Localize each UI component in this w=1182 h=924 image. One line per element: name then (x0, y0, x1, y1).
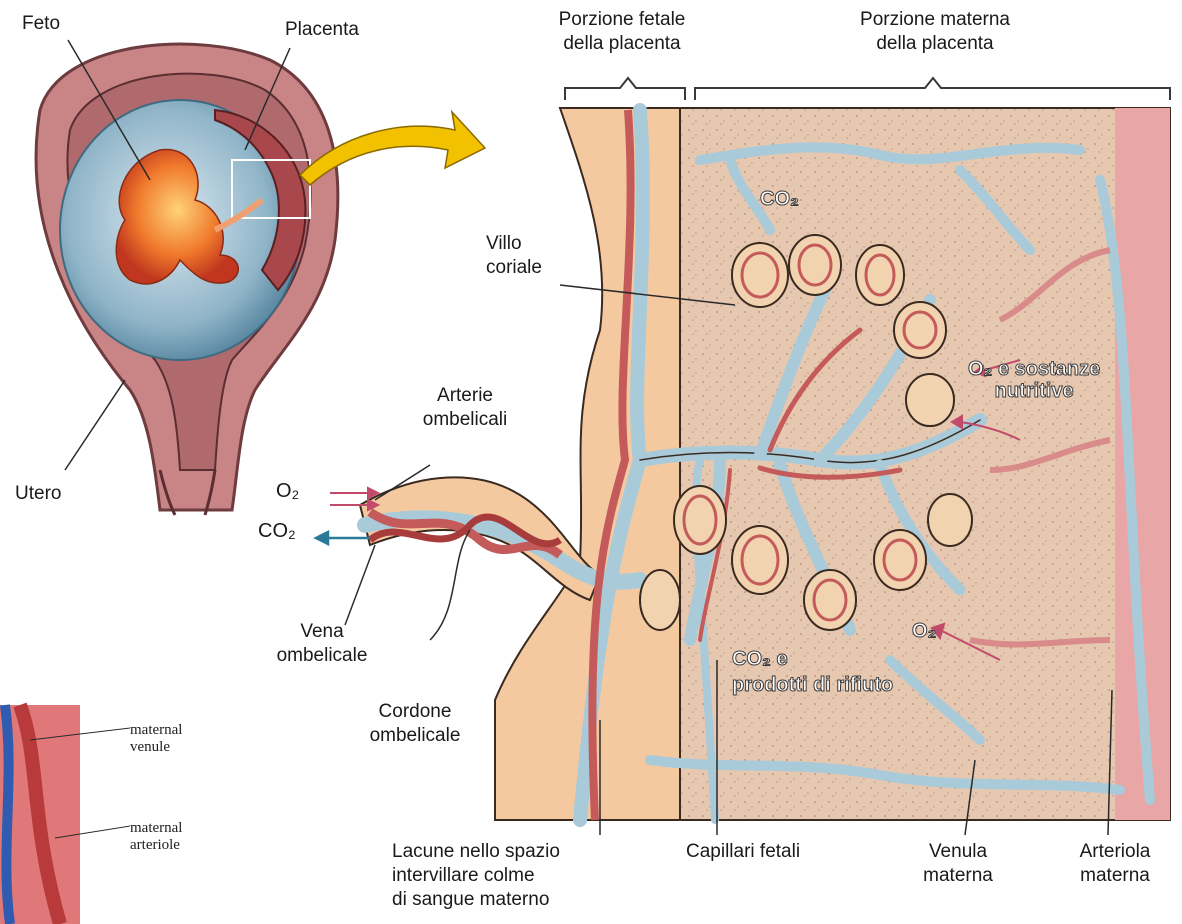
label-maternal-arteriole: maternal arteriole (130, 820, 182, 854)
secondary-figure-fragment (0, 705, 130, 924)
gas-o2-cord: O₂ (276, 480, 299, 503)
label-placenta: Placenta (285, 18, 359, 42)
label-maternal-portion: Porzione materna della placenta (820, 8, 1050, 56)
label-venula-materna: Venula materna (898, 840, 1018, 888)
label-utero: Utero (15, 482, 61, 506)
label-arteriola-materna: Arteriola materna (1055, 840, 1175, 888)
gas-co2-waste: CO₂ e prodotti di rifiuto (732, 646, 893, 698)
gas-co2-top: CO₂ (760, 188, 799, 211)
fetal-portion-brace (565, 78, 685, 100)
gas-o2-lower: O₂ (912, 620, 936, 643)
gas-o2-nutrients: O₂ e sostanze nutritive (968, 358, 1100, 402)
maternal-tissue (680, 108, 1170, 820)
co2-out-arrow (316, 532, 370, 544)
gas-co2-cord: CO₂ (258, 520, 296, 543)
label-vena-ombelicale: Vena ombelicale (262, 620, 382, 668)
label-lacune: Lacune nello spazio intervillare colme d… (392, 840, 560, 912)
label-feto: Feto (22, 12, 60, 36)
label-fetal-portion: Porzione fetale della placenta (522, 8, 722, 56)
label-capillari-fetali: Capillari fetali (686, 840, 800, 864)
label-villo-coriale: Villo coriale (486, 232, 542, 280)
label-maternal-venule: maternal venule (130, 722, 182, 756)
label-cordone-ombelicale: Cordone ombelicale (345, 700, 485, 748)
label-arterie-ombelicali: Arterie ombelicali (395, 384, 535, 432)
maternal-portion-brace (695, 78, 1170, 100)
